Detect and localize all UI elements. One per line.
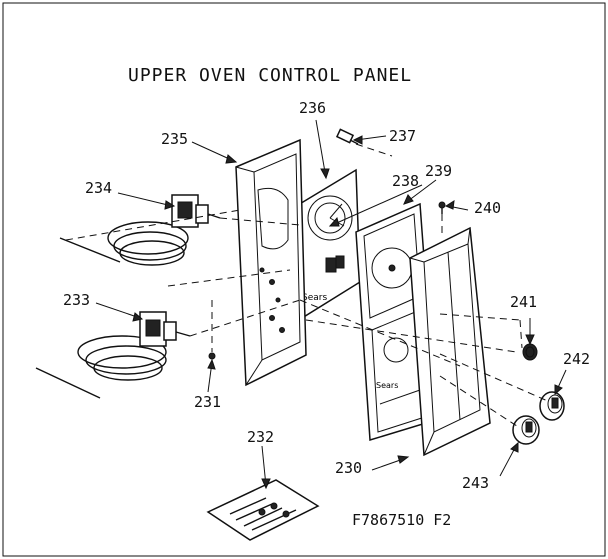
screw-240 <box>438 201 446 214</box>
label-part-231: 231 <box>194 393 221 411</box>
label-part-241: 241 <box>510 293 537 311</box>
label-part-237: 237 <box>389 127 416 145</box>
svg-text:Sears: Sears <box>376 381 398 390</box>
label-part-236: 236 <box>299 99 326 117</box>
upper-thermostat <box>59 194 221 266</box>
label-part-240: 240 <box>474 199 501 217</box>
label-part-232: 232 <box>247 428 274 446</box>
knob-243 <box>512 415 540 445</box>
knob-242 <box>539 391 565 421</box>
label-part-243: 243 <box>462 474 489 492</box>
figure-code: F7867510 F2 <box>352 511 451 529</box>
label-part-234: 234 <box>85 179 112 197</box>
svg-text:Sears: Sears <box>302 293 327 303</box>
label-part-230: 230 <box>335 459 362 477</box>
label-part-238: 238 <box>392 172 419 190</box>
label-part-239: 239 <box>425 162 452 180</box>
leader-arrows <box>95 119 567 490</box>
lower-thermostat <box>35 311 191 399</box>
label-part-235: 235 <box>161 130 188 148</box>
screw-237 <box>335 128 359 145</box>
clip-231 <box>208 352 216 360</box>
label-part-242: 242 <box>563 350 590 368</box>
knob-insert-241 <box>522 343 538 361</box>
assembly-lines <box>65 143 551 429</box>
diagram-title: UPPER OVEN CONTROL PANEL <box>128 65 412 86</box>
instruction-card-232 <box>206 479 320 541</box>
mounting-bracket <box>235 138 307 387</box>
label-part-233: 233 <box>63 291 90 309</box>
back-panel-plate: Sears <box>297 168 361 320</box>
